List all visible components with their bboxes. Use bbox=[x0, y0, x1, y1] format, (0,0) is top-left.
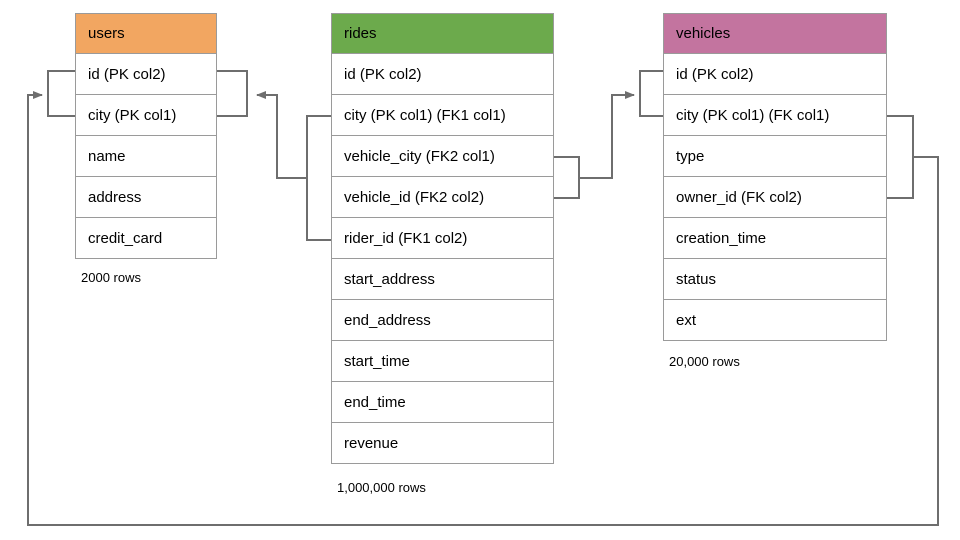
wire-rides-rider-to-users bbox=[256, 91, 307, 179]
field-rides-rider-id[interactable]: rider_id (FK1 col2) bbox=[331, 218, 554, 259]
field-vehicles-id[interactable]: id (PK col2) bbox=[663, 54, 887, 95]
entity-rides[interactable]: rides id (PK col2) city (PK col1) (FK1 c… bbox=[331, 13, 554, 464]
field-label: credit_card bbox=[88, 229, 163, 247]
field-rides-city[interactable]: city (PK col1) (FK1 col1) bbox=[331, 95, 554, 136]
vehicles-left-bracket bbox=[639, 70, 663, 117]
field-users-city[interactable]: city (PK col1) bbox=[75, 95, 217, 136]
entity-vehicles-header: vehicles bbox=[663, 13, 887, 54]
field-rides-vehicle-city[interactable]: vehicle_city (FK2 col1) bbox=[331, 136, 554, 177]
field-label: city (PK col1) bbox=[88, 106, 177, 124]
field-label: creation_time bbox=[676, 229, 767, 247]
vehicles-right-bracket bbox=[887, 115, 914, 199]
users-left-bracket bbox=[47, 70, 75, 117]
field-label: id (PK col2) bbox=[344, 65, 422, 83]
field-label: end_time bbox=[344, 393, 406, 411]
rides-left-bracket bbox=[306, 115, 331, 241]
field-rides-revenue[interactable]: revenue bbox=[331, 423, 554, 464]
field-label: status bbox=[676, 270, 717, 288]
entity-users-title: users bbox=[88, 25, 125, 42]
field-label: ext bbox=[676, 311, 697, 329]
field-label: revenue bbox=[344, 434, 399, 452]
users-right-bracket bbox=[217, 70, 248, 117]
field-label: id (PK col2) bbox=[676, 65, 754, 83]
entity-rides-header: rides bbox=[331, 13, 554, 54]
field-label: city (PK col1) (FK1 col1) bbox=[344, 106, 506, 124]
field-rides-end-address[interactable]: end_address bbox=[331, 300, 554, 341]
field-label: rider_id (FK1 col2) bbox=[344, 229, 468, 247]
field-label: city (PK col1) (FK col1) bbox=[676, 106, 830, 124]
field-label: type bbox=[676, 147, 705, 165]
wire-rides-vehicle-to-vehicles bbox=[579, 91, 635, 179]
field-rides-start-address[interactable]: start_address bbox=[331, 259, 554, 300]
field-label: id (PK col2) bbox=[88, 65, 166, 83]
field-label: address bbox=[88, 188, 142, 206]
users-row-count: 2000 rows bbox=[81, 270, 141, 285]
entity-users-header: users bbox=[75, 13, 217, 54]
field-label: owner_id (FK col2) bbox=[676, 188, 802, 206]
rides-right-bracket bbox=[554, 156, 580, 199]
field-vehicles-owner-id[interactable]: owner_id (FK col2) bbox=[663, 177, 887, 218]
field-vehicles-status[interactable]: status bbox=[663, 259, 887, 300]
entity-vehicles[interactable]: vehicles id (PK col2) city (PK col1) (FK… bbox=[663, 13, 887, 341]
entity-vehicles-title: vehicles bbox=[676, 25, 731, 42]
field-users-id[interactable]: id (PK col2) bbox=[75, 54, 217, 95]
field-label: start_address bbox=[344, 270, 435, 288]
field-users-credit-card[interactable]: credit_card bbox=[75, 218, 217, 259]
field-vehicles-ext[interactable]: ext bbox=[663, 300, 887, 341]
field-label: name bbox=[88, 147, 126, 165]
field-label: end_address bbox=[344, 311, 431, 329]
field-rides-start-time[interactable]: start_time bbox=[331, 341, 554, 382]
field-rides-vehicle-id[interactable]: vehicle_id (FK2 col2) bbox=[331, 177, 554, 218]
entity-users[interactable]: users id (PK col2) city (PK col1) name a… bbox=[75, 13, 217, 259]
entity-rides-title: rides bbox=[344, 25, 377, 42]
field-label: vehicle_id (FK2 col2) bbox=[344, 188, 485, 206]
field-vehicles-creation-time[interactable]: creation_time bbox=[663, 218, 887, 259]
field-rides-id[interactable]: id (PK col2) bbox=[331, 54, 554, 95]
field-label: start_time bbox=[344, 352, 410, 370]
vehicles-row-count: 20,000 rows bbox=[669, 354, 740, 369]
field-vehicles-city[interactable]: city (PK col1) (FK col1) bbox=[663, 95, 887, 136]
field-rides-end-time[interactable]: end_time bbox=[331, 382, 554, 423]
field-users-name[interactable]: name bbox=[75, 136, 217, 177]
field-users-address[interactable]: address bbox=[75, 177, 217, 218]
field-label: vehicle_city (FK2 col1) bbox=[344, 147, 495, 165]
field-vehicles-type[interactable]: type bbox=[663, 136, 887, 177]
rides-row-count: 1,000,000 rows bbox=[337, 480, 426, 495]
